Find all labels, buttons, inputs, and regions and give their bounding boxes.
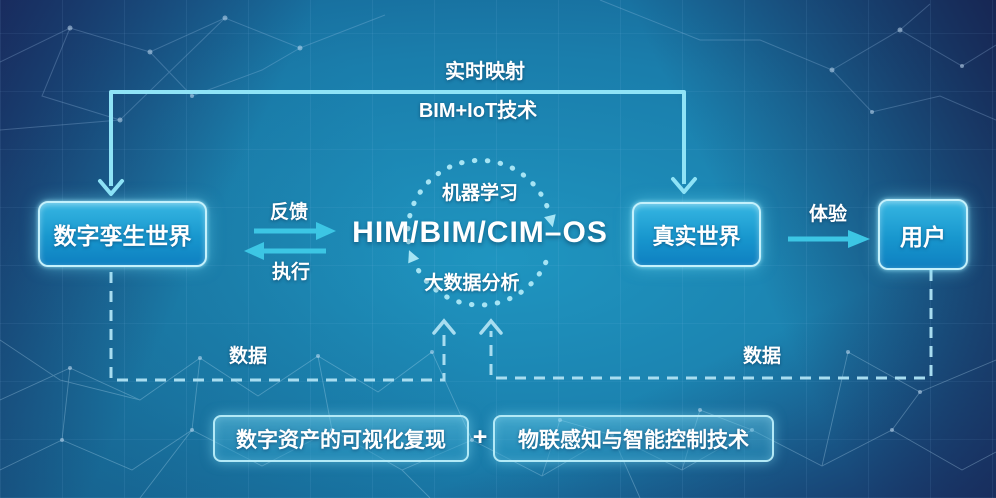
execute-arrow: [244, 242, 326, 260]
bottom-box-right-label: 物联感知与智能控制技术: [518, 428, 749, 452]
bottom-box-left-label: 数字资产的可视化复现: [236, 428, 446, 452]
cycle-dotted-circle: [405, 157, 556, 308]
node-real-world: 真实世界: [632, 202, 761, 267]
realtime-mapping-bracket-arrow: [98, 90, 697, 196]
data-flow-dashed-left: [109, 272, 456, 382]
realtime-mapping-label: 实时映射: [445, 61, 525, 83]
core-os-title: HIM/BIM/CIM–OS: [352, 216, 608, 249]
big-data-analysis-label: 大数据分析: [424, 273, 520, 294]
feedback-arrow: [254, 222, 336, 240]
bim-iot-label: BIM+IoT技术: [418, 100, 538, 122]
execute-label: 执行: [271, 262, 310, 283]
node-user-label: 用户: [900, 223, 946, 250]
data-label-right: 数据: [742, 346, 781, 367]
machine-learning-label: 机器学习: [441, 183, 518, 204]
node-digital-twin-label: 数字孪生世界: [53, 223, 192, 249]
node-digital-twin-world: 数字孪生世界: [38, 201, 207, 267]
experience-arrow: [788, 230, 870, 248]
bottom-box-iot-sensing-control: 物联感知与智能控制技术: [493, 415, 774, 462]
node-real-world-label: 真实世界: [652, 223, 741, 249]
bottom-box-digital-asset-visualization: 数字资产的可视化复现: [213, 415, 469, 462]
data-flow-dashed-right: [479, 270, 933, 380]
plus-operator: +: [472, 423, 488, 451]
node-user: 用户: [878, 199, 968, 270]
experience-label: 体验: [808, 204, 847, 225]
data-label-left: 数据: [228, 346, 267, 367]
feedback-label: 反馈: [269, 202, 308, 223]
